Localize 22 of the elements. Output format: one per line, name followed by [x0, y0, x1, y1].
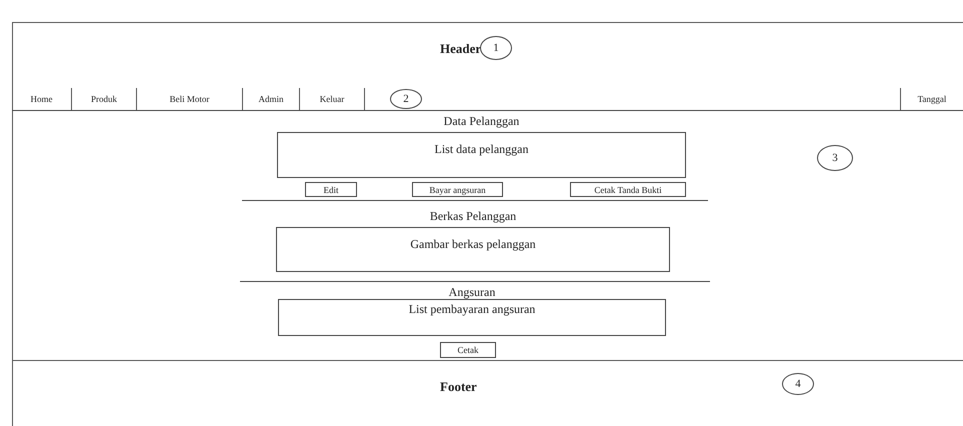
panel-text: List pembayaran angsuran [408, 302, 536, 317]
panel-text: List data pelanggan [434, 142, 530, 157]
callout-number: 4 [782, 373, 814, 395]
date-label: Tanggal [900, 88, 963, 110]
footer-title: Footer [440, 379, 477, 395]
section-heading: Berkas Pelanggan [428, 209, 518, 224]
nav-item: Beli Motor [137, 88, 243, 110]
callout-number: 3 [817, 145, 853, 171]
section-heading: Data Pelanggan [442, 114, 520, 129]
panel-text: Gambar berkas pelanggan [409, 237, 537, 252]
nav-item: Home [12, 88, 72, 110]
print-button: Cetak Tanda Bukti [570, 182, 686, 197]
nav-item: Produk [72, 88, 137, 110]
section-heading: Angsuran [448, 285, 496, 300]
header-title: Header [440, 41, 482, 57]
callout-number: 2 [390, 89, 422, 109]
nav-item: Keluar [300, 88, 365, 110]
callout-number: 1 [480, 36, 512, 60]
edit-button: Edit [305, 182, 357, 197]
pay-button: Bayar angsuran [412, 182, 503, 197]
print-button: Cetak [440, 342, 496, 358]
nav-item: Admin [243, 88, 300, 110]
